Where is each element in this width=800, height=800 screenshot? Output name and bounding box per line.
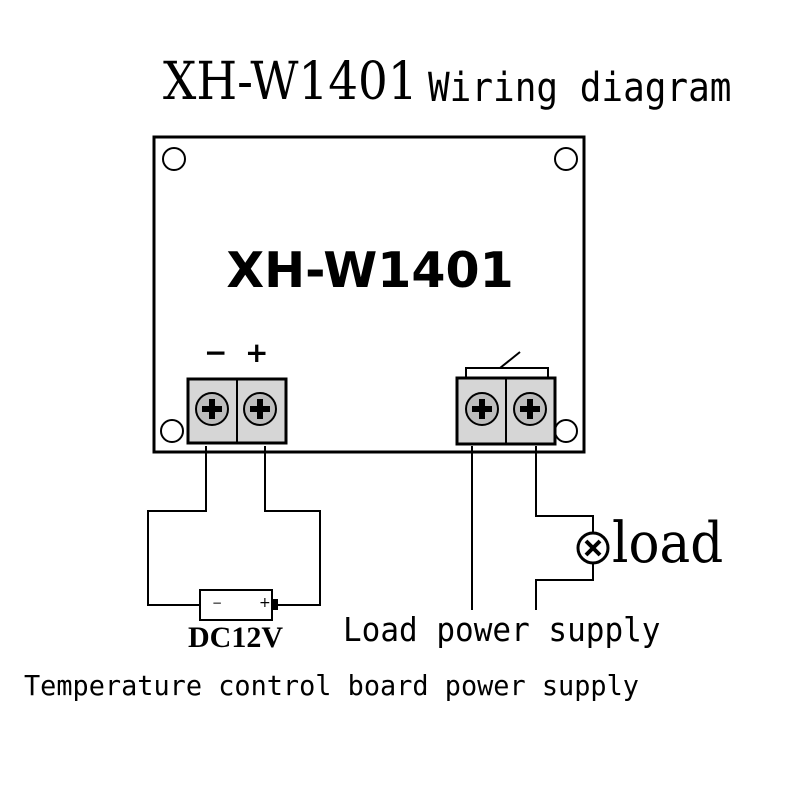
dc-voltage-label: DC12V — [188, 621, 283, 654]
battery-plus-label: + — [259, 595, 271, 611]
screw-icon — [195, 392, 229, 426]
title-model: XH-W1401 — [163, 52, 418, 112]
relay-symbol-icon — [465, 351, 549, 377]
load-label: load — [612, 511, 724, 576]
screw-icon — [513, 392, 547, 426]
screw-icon — [243, 392, 277, 426]
wire-positive — [264, 446, 321, 606]
mounting-hole-top-right — [554, 147, 578, 171]
relay-terminal-block — [455, 376, 557, 446]
board-model-label: XH-W1401 — [226, 242, 514, 299]
wire-relay-to-load — [535, 446, 594, 532]
mounting-hole-bottom-right — [554, 419, 578, 443]
mounting-hole-top-left — [162, 147, 186, 171]
load-lamp-icon — [576, 531, 610, 565]
board-power-supply-caption: Temperature control board power supply — [24, 669, 639, 702]
screw-icon — [465, 392, 499, 426]
power-terminal-block — [186, 377, 288, 445]
title-text: Wiring diagram — [428, 65, 732, 111]
wire-load-return — [535, 563, 594, 610]
polarity-plus-label: + — [245, 336, 269, 369]
wire-negative — [147, 446, 207, 606]
polarity-minus-label: − — [204, 336, 228, 369]
battery-icon — [199, 589, 278, 621]
load-power-supply-caption: Load power supply — [343, 610, 661, 649]
battery-minus-label: − — [212, 596, 223, 610]
mounting-hole-bottom-left — [160, 419, 184, 443]
